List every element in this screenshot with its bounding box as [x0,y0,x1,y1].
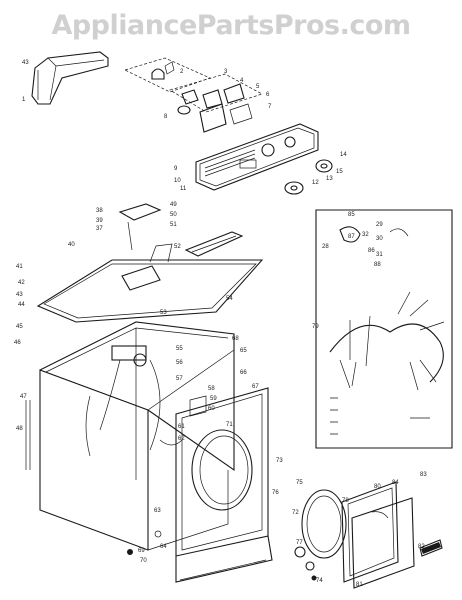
part-label: 62 [178,436,185,442]
part-label: 65 [240,348,247,354]
lint-screen [118,203,162,251]
leveling-legs [127,530,162,555]
part-label: 10 [174,178,181,184]
console-end-trim [31,51,109,105]
part-label: 39 [96,218,103,224]
part-label: 4 [240,78,244,84]
part-label: 78 [342,498,349,504]
part-label: 74 [316,578,323,584]
door-handle [419,539,443,557]
part-label: 88 [374,262,381,268]
part-label: 30 [376,236,383,242]
part-label: 11 [180,186,187,192]
part-label: 31 [376,252,383,258]
control-bracket [169,73,263,133]
part-number-labels: 43 1 2 3 4 5 6 7 8 9 10 11 12 13 14 15 4… [14,60,427,588]
part-label: 6 [266,92,270,98]
part-label: 45 [16,324,23,330]
part-label: 13 [326,176,333,182]
part-label: 2 [180,69,184,75]
part-label: 8 [164,114,168,120]
part-label: 5 [256,84,260,90]
left-side-rail [25,400,31,470]
part-label: 87 [348,234,355,240]
part-label: 15 [336,169,343,175]
part-label: 76 [272,490,279,496]
part-label: 7 [268,104,272,110]
lint-duct [184,231,244,257]
part-label: 71 [226,422,233,428]
part-label: 59 [210,396,217,402]
part-label: 46 [14,340,21,346]
part-label: 51 [170,222,177,228]
motor-assembly [111,345,207,446]
part-label: 55 [176,346,183,352]
part-label: 40 [68,242,75,248]
door-hinge-parts [294,546,317,581]
knob-left [284,181,304,195]
part-label: 58 [208,386,215,392]
part-label: 42 [18,280,25,286]
part-label: 86 [368,248,375,254]
part-label: 84 [392,480,399,486]
part-label: 73 [276,458,283,464]
part-label: 43 [16,292,23,298]
part-label: 63 [154,508,161,514]
part-label: 57 [176,376,183,382]
part-label: 69 [138,548,145,554]
knob-right [315,159,333,173]
part-label: 49 [170,202,177,208]
part-label: 67 [252,384,259,390]
top-panel [36,243,264,323]
part-label: 66 [240,370,247,376]
part-label: 28 [322,244,329,250]
part-label: 80 [374,484,381,490]
part-label: 77 [296,540,303,546]
part-label: 9 [174,166,178,172]
part-label: 52 [174,244,181,250]
front-panel [175,387,273,583]
part-label: 3 [224,69,228,75]
door-assembly [301,481,415,589]
part-label: 75 [296,480,303,486]
part-label: 53 [160,310,167,316]
part-label: 56 [176,360,183,366]
part-label: 1 [22,97,26,103]
timer-mount-box [124,57,211,93]
part-label: 60 [208,406,215,412]
part-label: 70 [140,558,147,564]
part-label: 14 [340,152,347,158]
cabinet [39,321,235,551]
part-label: 29 [376,222,383,228]
part-label: 72 [292,510,299,516]
part-label: 83 [420,472,427,478]
part-label: 79 [312,324,319,330]
part-label: 47 [20,394,27,400]
part-label: 32 [362,232,369,238]
part-label: 68 [232,336,239,342]
part-label: 85 [348,212,355,218]
part-label: 81 [356,582,363,588]
part-label: 37 [96,226,103,232]
wiring-harness-inset [315,209,453,449]
part-label: 61 [178,424,185,430]
part-label: 48 [16,426,23,432]
part-label: 82 [418,544,425,550]
part-label: 64 [160,544,167,550]
part-label: 41 [16,264,23,270]
console-panel [195,123,319,191]
part-label: 38 [96,208,103,214]
watermark-text: AppliancePartsPros.com [51,10,411,41]
part-label: 12 [312,180,319,186]
part-label: 50 [170,212,177,218]
part-label: 54 [226,296,233,302]
part-label: 43 [22,60,29,66]
part-label: 44 [18,302,25,308]
